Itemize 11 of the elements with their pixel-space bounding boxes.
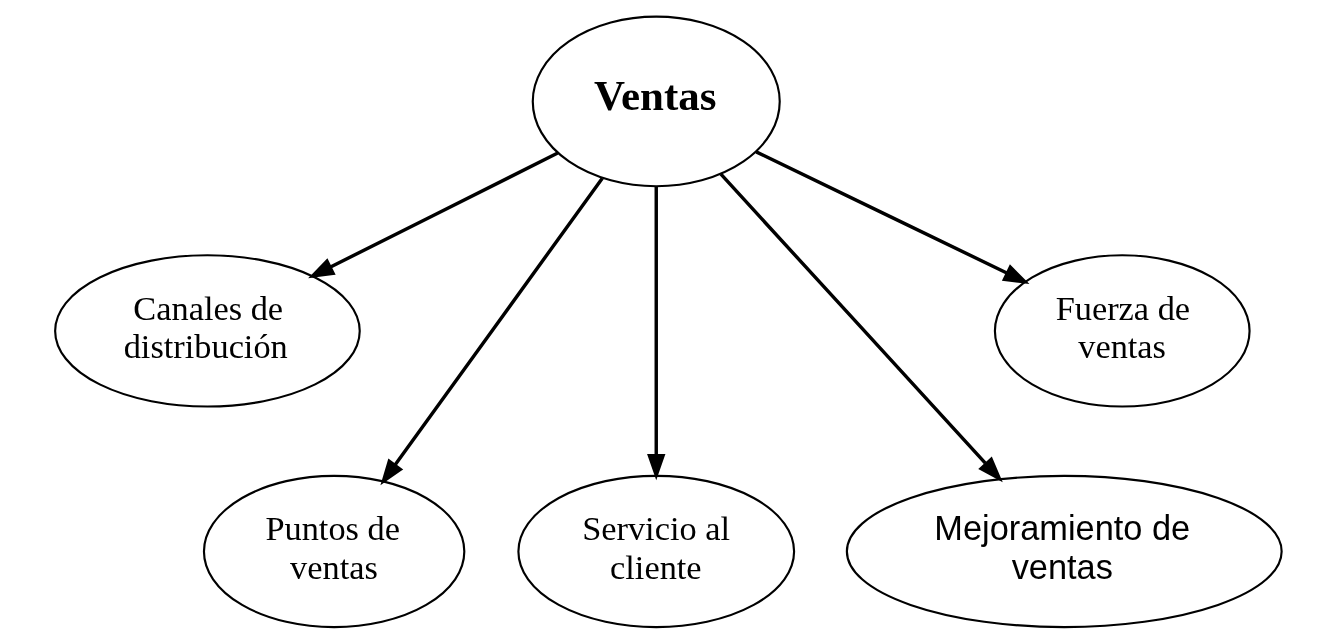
node-ellipse: Mejoramiento de ventas (845, 474, 1283, 629)
arrow (755, 150, 1030, 284)
arrow (647, 186, 666, 481)
node-ellipse: Puntos de ventas (202, 474, 466, 629)
arrow (380, 177, 604, 486)
node-ellipse: Fuerza de ventas (993, 254, 1251, 408)
node-ellipse: Ventas (531, 15, 781, 188)
arrow (719, 173, 1003, 483)
node-ellipse: Servicio al cliente (517, 474, 796, 629)
arrow (308, 151, 559, 279)
node-ellipse: Canales de distribución (54, 254, 361, 408)
